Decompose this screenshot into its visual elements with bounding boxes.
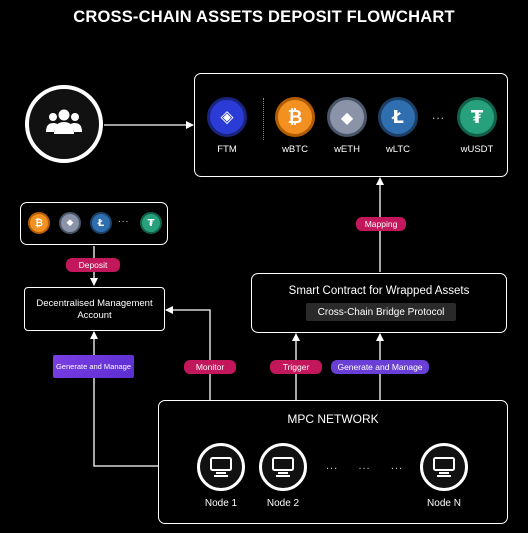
ltc-small-coin-icon: Ł bbox=[90, 212, 112, 234]
arrow-monitor bbox=[165, 306, 211, 400]
coin-label-wbtc: wBTC bbox=[282, 144, 308, 155]
generate-manage-left-label: Generate and Manage bbox=[53, 355, 134, 378]
cross-chain-bridge-protocol-badge: Cross-Chain Bridge Protocol bbox=[306, 303, 456, 321]
coin-label-wltc: wLTC bbox=[385, 144, 411, 155]
mpc-network-title: MPC NETWORK bbox=[287, 412, 379, 426]
btc-small-coin-icon: ₿ bbox=[28, 212, 50, 234]
small-coins-ellipsis: ... bbox=[118, 214, 130, 225]
protocol-label: Cross-Chain Bridge Protocol bbox=[317, 306, 445, 318]
account-box-line1: Decentralised Management bbox=[36, 298, 153, 309]
deposit-label: Deposit bbox=[66, 258, 120, 272]
decentralised-management-account-box: Decentralised Management Account bbox=[24, 287, 165, 331]
page-title: CROSS-CHAIN ASSETS DEPOSIT FLOWCHART bbox=[73, 8, 455, 26]
arrow-generate-left bbox=[90, 331, 158, 467]
monitor-label: Monitor bbox=[184, 360, 236, 374]
divider bbox=[263, 98, 264, 140]
users-icon bbox=[46, 108, 82, 141]
node-2-computer-icon bbox=[259, 443, 307, 491]
eth-small-coin-icon: ◆ bbox=[59, 212, 81, 234]
nodes-ellipsis: ... ... ... bbox=[326, 460, 404, 472]
account-box-line2: Account bbox=[77, 310, 112, 321]
node-n-computer-icon bbox=[420, 443, 468, 491]
generate-manage-right-label: Generate and Manage bbox=[331, 360, 429, 374]
smart-contract-box: Smart Contract for Wrapped Assets Cross-… bbox=[251, 273, 507, 333]
node-1-label: Node 1 bbox=[204, 498, 238, 509]
wbtc-coin-icon: ₿ bbox=[275, 97, 315, 137]
node-1-computer-icon bbox=[197, 443, 245, 491]
mapping-label: Mapping bbox=[356, 217, 406, 231]
coin-label-wusdt: wUSDT bbox=[460, 144, 494, 155]
ftm-coin-icon: ◈ bbox=[207, 97, 247, 137]
weth-coin-icon: ◆ bbox=[327, 97, 367, 137]
coin-label-ftm: FTM bbox=[217, 144, 237, 155]
users-node bbox=[25, 85, 103, 163]
node-2-label: Node 2 bbox=[266, 498, 300, 509]
trigger-label: Trigger bbox=[270, 360, 322, 374]
smart-contract-title: Smart Contract for Wrapped Assets bbox=[288, 285, 470, 297]
wusdt-coin-icon: ₮ bbox=[457, 97, 497, 137]
wltc-coin-icon: Ł bbox=[378, 97, 418, 137]
coin-label-weth: wETH bbox=[334, 144, 360, 155]
coins-ellipsis: ... bbox=[432, 108, 446, 122]
usdt-small-coin-icon: ₮ bbox=[140, 212, 162, 234]
node-n-label: Node N bbox=[427, 498, 461, 509]
